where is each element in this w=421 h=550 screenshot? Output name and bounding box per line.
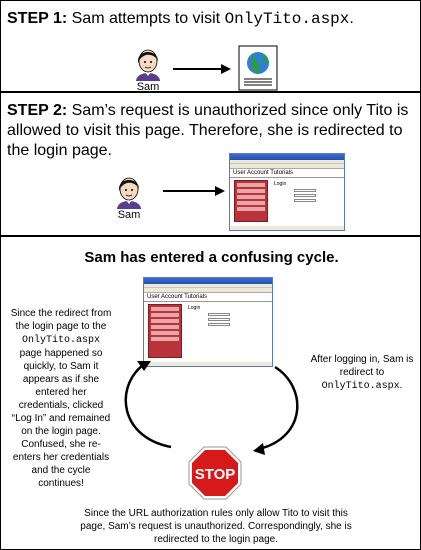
right-explanation: After logging in, Sam is redirect to Onl… [307, 353, 417, 393]
browser-login-heading: Login [188, 305, 201, 311]
step1-description: Sam attempts to visit [67, 10, 225, 27]
browser-window-icon: User Account Tutorials Login [229, 153, 345, 231]
step1-period: . [349, 10, 354, 27]
step2-label: STEP 2: [7, 102, 68, 119]
arrow-right-icon [163, 186, 225, 196]
person-label: Sam [136, 81, 160, 93]
browser-window-icon: User Account Tutorials Login [143, 277, 273, 367]
left-text-part1: Since the redirect from the login page t… [10, 308, 112, 332]
cycle-panel: Sam has entered a confusing cycle. User … [0, 236, 421, 550]
right-page-name: OnlyTito.aspx [321, 381, 400, 392]
person-icon [134, 47, 162, 81]
right-text-part1: After logging in, Sam is redirect to [310, 354, 414, 378]
stop-sign-text: STOP [195, 466, 236, 483]
right-period: . [399, 380, 403, 391]
left-text-part2: page happened so quickly, to Sam it appe… [11, 348, 111, 489]
browser-site-title: User Account Tutorials [144, 293, 272, 302]
bottom-explanation: Since the URL authorization rules only a… [80, 508, 352, 545]
browser-site-title: User Account Tutorials [230, 169, 344, 178]
step2-text: STEP 2: Sam’s request is unauthorized si… [7, 101, 415, 161]
cycle-title: Sam has entered a confusing cycle. [84, 249, 339, 266]
stop-sign-icon: STOP [188, 446, 242, 500]
step2-description: Sam’s request is unauthorized since only… [7, 102, 409, 159]
person-icon [115, 175, 143, 209]
browser-login-heading: Login [274, 181, 287, 187]
step2-panel: STEP 2: Sam’s request is unauthorized si… [0, 92, 421, 236]
person-label: Sam [117, 209, 141, 221]
web-page-icon [238, 45, 278, 91]
arrow-right-icon [173, 64, 231, 74]
left-page-name: OnlyTito.aspx [21, 335, 100, 346]
step1-label: STEP 1: [7, 10, 68, 27]
step1-text: STEP 1: Sam attempts to visit OnlyTito.a… [7, 9, 354, 29]
step1-page-name: OnlyTito.aspx [224, 10, 350, 28]
step1-panel: STEP 1: Sam attempts to visit OnlyTito.a… [0, 0, 421, 93]
cycle-arrow-icon [124, 361, 299, 455]
left-explanation: Since the redirect from the login page t… [9, 307, 113, 490]
